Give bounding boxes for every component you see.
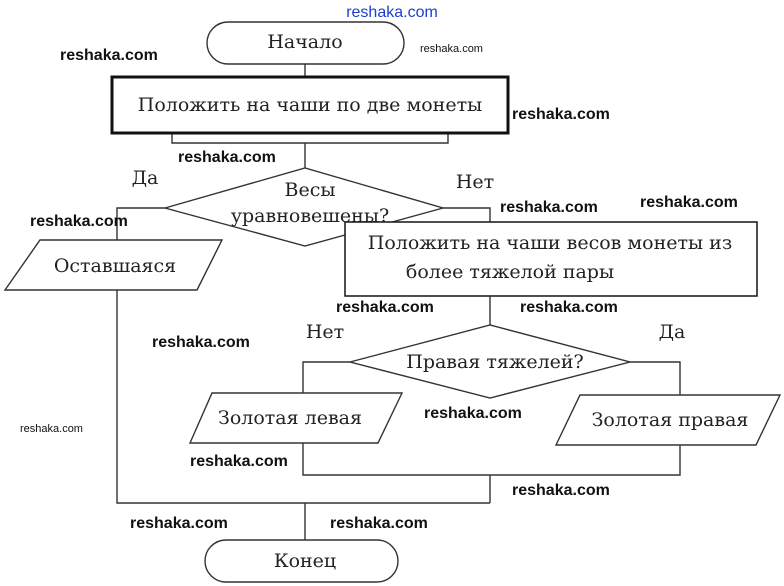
connectors: [116, 64, 681, 540]
watermark: reshaka.com: [20, 423, 83, 435]
process-step2: [344, 221, 758, 297]
output-left: [188, 392, 404, 444]
decision1-yes-label: Да: [132, 167, 159, 189]
watermark: reshaka.com: [520, 299, 618, 316]
output-left-label: Золотая левая: [218, 407, 362, 429]
output-right-label: Золотая правая: [592, 409, 749, 431]
decision-right-heavier: [347, 324, 633, 399]
watermark: reshaka.com: [60, 47, 158, 64]
watermark: reshaka.com: [130, 515, 228, 532]
process-step1: [110, 75, 510, 135]
watermark: reshaka.com: [152, 334, 250, 351]
step2-line1: Положить на чаши весов монеты из: [368, 232, 732, 254]
watermark: reshaka.com: [336, 299, 434, 316]
watermark: reshaka.com: [346, 4, 438, 21]
step2-line2: более тяжелой пары: [406, 261, 614, 283]
watermark: reshaka.com: [512, 482, 610, 499]
watermark: reshaka.com: [330, 515, 428, 532]
watermark: reshaka.com: [512, 106, 610, 123]
start-terminal: [206, 21, 405, 65]
output-right: [554, 394, 782, 446]
output-remaining: [3, 239, 224, 291]
watermark: reshaka.com: [640, 194, 738, 211]
decision1-no-label: Нет: [456, 171, 494, 193]
decision2-no-label: Нет: [306, 321, 344, 343]
watermark: reshaka.com: [30, 213, 128, 230]
step1-label: Положить на чаши по две монеты: [138, 94, 482, 116]
decision2-label: Правая тяжелей?: [406, 351, 584, 373]
watermark: reshaka.com: [500, 199, 598, 216]
watermark: reshaka.com: [420, 43, 483, 55]
decision2-yes-label: Да: [659, 321, 686, 343]
end-label: Конец: [274, 550, 336, 572]
watermark: reshaka.com: [424, 405, 522, 422]
watermark: reshaka.com: [178, 149, 276, 166]
output-remaining-label: Оставшаяся: [54, 255, 176, 277]
decision1-line1: Весы: [285, 179, 336, 201]
watermark: reshaka.com: [190, 453, 288, 470]
end-terminal: [204, 539, 399, 583]
watermarks: reshaka.com reshaka.com reshaka.com resh…: [20, 4, 738, 532]
start-label: Начало: [267, 31, 342, 53]
